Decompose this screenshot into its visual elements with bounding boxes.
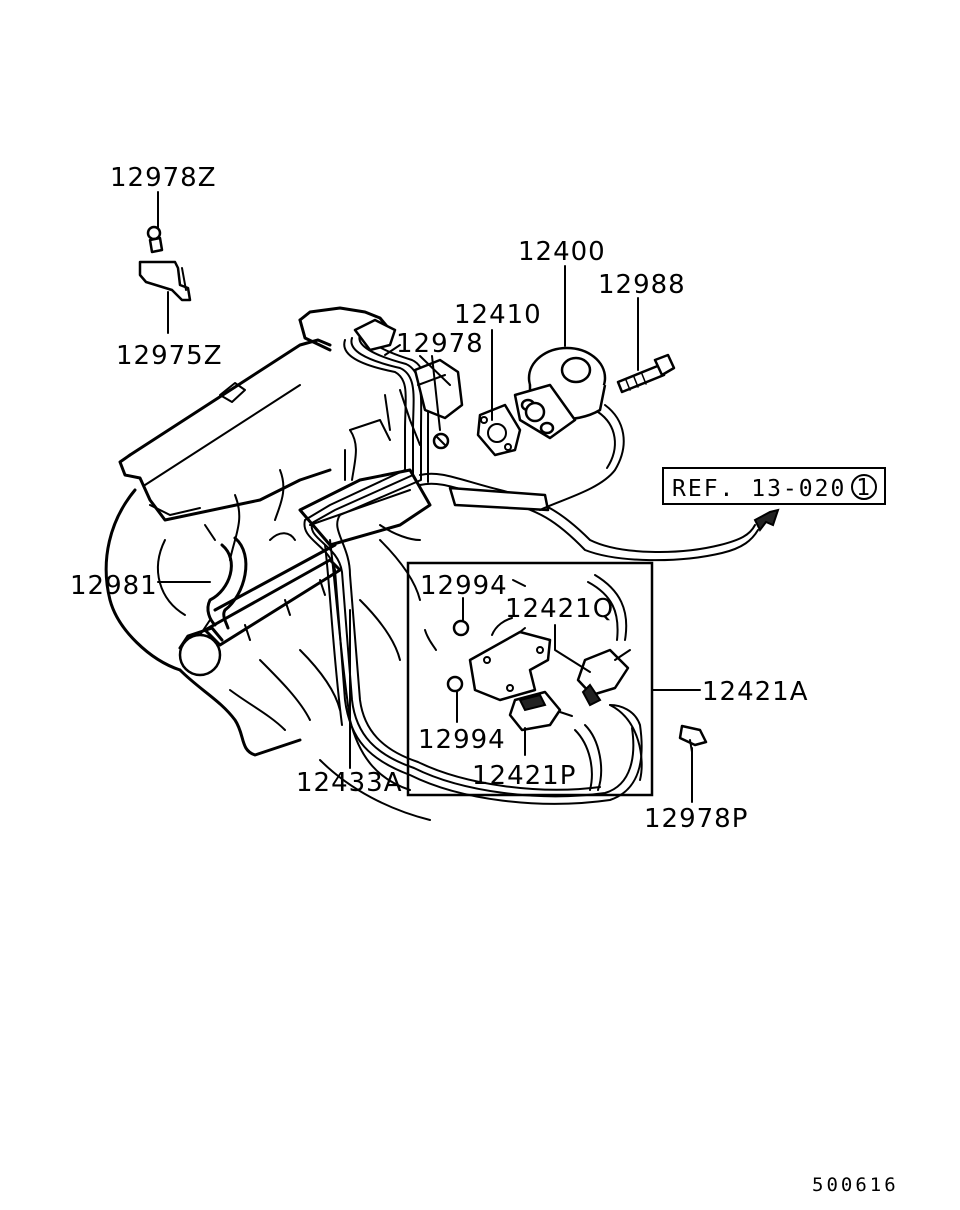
- reference-text: REF. 13-020: [672, 476, 846, 502]
- part-label-12978P[interactable]: 12978P: [644, 804, 748, 834]
- diagram-code: 500616: [812, 1174, 899, 1196]
- bolt-12988: [616, 353, 676, 394]
- part-labels: 12978Z 12975Z 12400 12988 12410 12978 12…: [70, 163, 809, 834]
- egr-valve-12400: [513, 346, 607, 440]
- part-label-12981[interactable]: 12981: [70, 571, 158, 601]
- part-label-12994-top[interactable]: 12994: [420, 571, 508, 601]
- part-label-12400[interactable]: 12400: [518, 237, 606, 267]
- part-label-12978[interactable]: 12978: [396, 329, 484, 359]
- part-label-12988[interactable]: 12988: [598, 270, 686, 300]
- part-label-12433A[interactable]: 12433A: [296, 768, 403, 798]
- bracket-12975Z: [138, 225, 192, 302]
- hose-connectors-top: [353, 318, 464, 446]
- reference-index: 1: [856, 475, 872, 501]
- solenoid-detail-box: [406, 561, 654, 797]
- vacuum-hose-bundle: [303, 331, 780, 805]
- part-label-12410[interactable]: 12410: [454, 300, 542, 330]
- part-label-12975Z[interactable]: 12975Z: [116, 341, 223, 371]
- intake-manifold-drawing: [104, 306, 432, 821]
- leader-lines: [157, 191, 701, 803]
- reference-callout[interactable]: REF. 13-020 1: [662, 467, 886, 505]
- bolt-12978P: [678, 724, 708, 753]
- gasket-12410: [476, 403, 522, 457]
- part-label-12421P[interactable]: 12421P: [472, 761, 576, 791]
- bolt-12978: [432, 432, 450, 450]
- part-label-12421A[interactable]: 12421A: [702, 677, 809, 707]
- part-label-12978Z[interactable]: 12978Z: [110, 163, 217, 193]
- part-label-12421Q[interactable]: 12421Q: [505, 594, 614, 624]
- part-label-12994-bottom[interactable]: 12994: [418, 725, 506, 755]
